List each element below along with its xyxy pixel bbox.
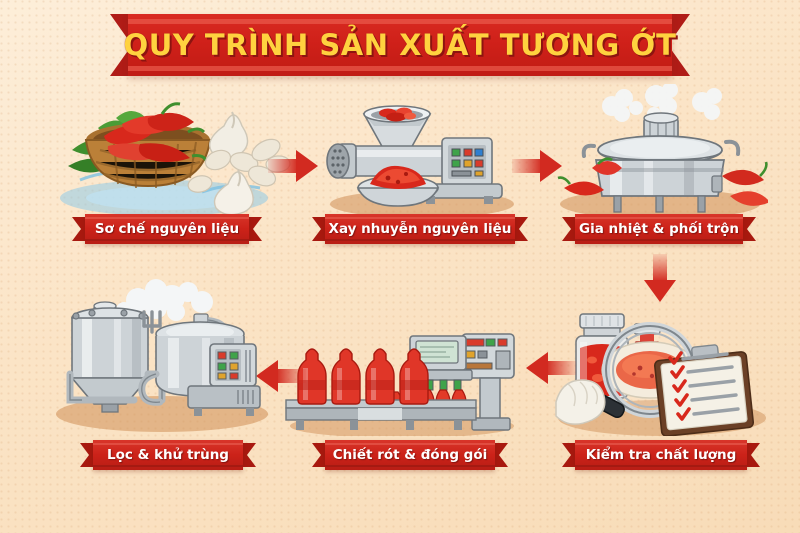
arrow-step4-to-step5: [522, 352, 576, 384]
ribbon-body: [93, 440, 243, 470]
garlic-bulbs: [209, 111, 254, 216]
ribbon-body: [575, 440, 747, 470]
arrow-shaft: [268, 159, 298, 173]
gloved-hand: [555, 379, 606, 425]
arrow-shaft: [276, 369, 306, 383]
steel-hopper: [362, 105, 432, 151]
arrow-head-icon: [296, 150, 318, 182]
step-3-illustration: [552, 82, 770, 219]
paste-bowl: [356, 165, 440, 207]
arrow-step2-to-step3: [512, 150, 566, 182]
red-chilies: [104, 102, 208, 162]
arrow-head-icon: [540, 150, 562, 182]
banner-body: [128, 14, 672, 76]
step-6-illustration: [52, 278, 272, 436]
title-banner: QUY TRÌNH SẢN XUẤT TƯƠNG ỚT: [110, 14, 690, 76]
clipboard-checklist: [653, 344, 755, 437]
control-cabinet: [461, 333, 515, 431]
step-1-label-text: Sơ chế nguyên liệu: [94, 221, 240, 237]
arrow-step1-to-step2: [268, 150, 322, 182]
page-title: QUY TRÌNH SẢN XUẤT TƯƠNG ỚT: [123, 28, 677, 62]
step-2-illustration: [322, 88, 522, 218]
arrow-step5-to-step6: [252, 360, 306, 392]
grinder-art: [326, 105, 514, 218]
chili-chunks: [379, 107, 416, 122]
control-panel: [441, 137, 493, 187]
filter-tank: [66, 301, 166, 413]
step-3-label-text: Gia nhiệt & phối trộn: [578, 221, 740, 237]
step-1-illustration: [52, 88, 292, 218]
capped-bottles: [297, 348, 429, 405]
bottling-line-art: [285, 333, 515, 438]
mixing-kettle-art: [557, 82, 770, 219]
ribbon-body: [325, 440, 495, 470]
quality-inspection-art: [555, 313, 766, 437]
step-2-label: Xay nhuyễn nguyên liệu: [312, 214, 528, 244]
perforated-plate: [326, 143, 350, 179]
arrow-shaft: [512, 159, 542, 173]
filtration-tanks-art: [56, 279, 268, 432]
checkmark-icons: [668, 351, 691, 421]
step-3-label: Gia nhiệt & phối trộn: [562, 214, 756, 244]
steam-clouds: [116, 279, 213, 321]
step-6-label-text: Lọc & khử trùng: [107, 447, 229, 463]
step-5-label: Chiết rót & đóng gói: [312, 440, 508, 470]
step-4-label: Kiểm tra chất lượng: [562, 440, 760, 470]
arrow-head-icon: [644, 280, 676, 302]
control-panel: [187, 343, 261, 416]
step-5-illustration: [284, 322, 520, 438]
arrow-step3-to-step4: [644, 254, 676, 304]
step-5-label-text: Chiết rót & đóng gói: [332, 447, 488, 463]
step-2-label-text: Xay nhuyễn nguyên liệu: [328, 221, 512, 237]
red-chilies: [557, 157, 770, 206]
arrow-shaft: [653, 254, 667, 282]
arrow-shaft: [546, 361, 576, 375]
step-6-label: Lọc & khử trùng: [80, 440, 256, 470]
step-4-label-text: Kiểm tra chất lượng: [585, 447, 737, 463]
ribbon-body: [575, 214, 743, 244]
ribbon-body: [325, 214, 515, 244]
arrow-head-icon: [256, 360, 278, 392]
arrow-head-icon: [526, 352, 548, 384]
steam-clouds: [602, 82, 722, 122]
step-4-illustration: [546, 298, 772, 437]
step-1-label: Sơ chế nguyên liệu: [72, 214, 262, 244]
ribbon-body: [85, 214, 249, 244]
basket-of-chilies-art: [60, 102, 291, 216]
